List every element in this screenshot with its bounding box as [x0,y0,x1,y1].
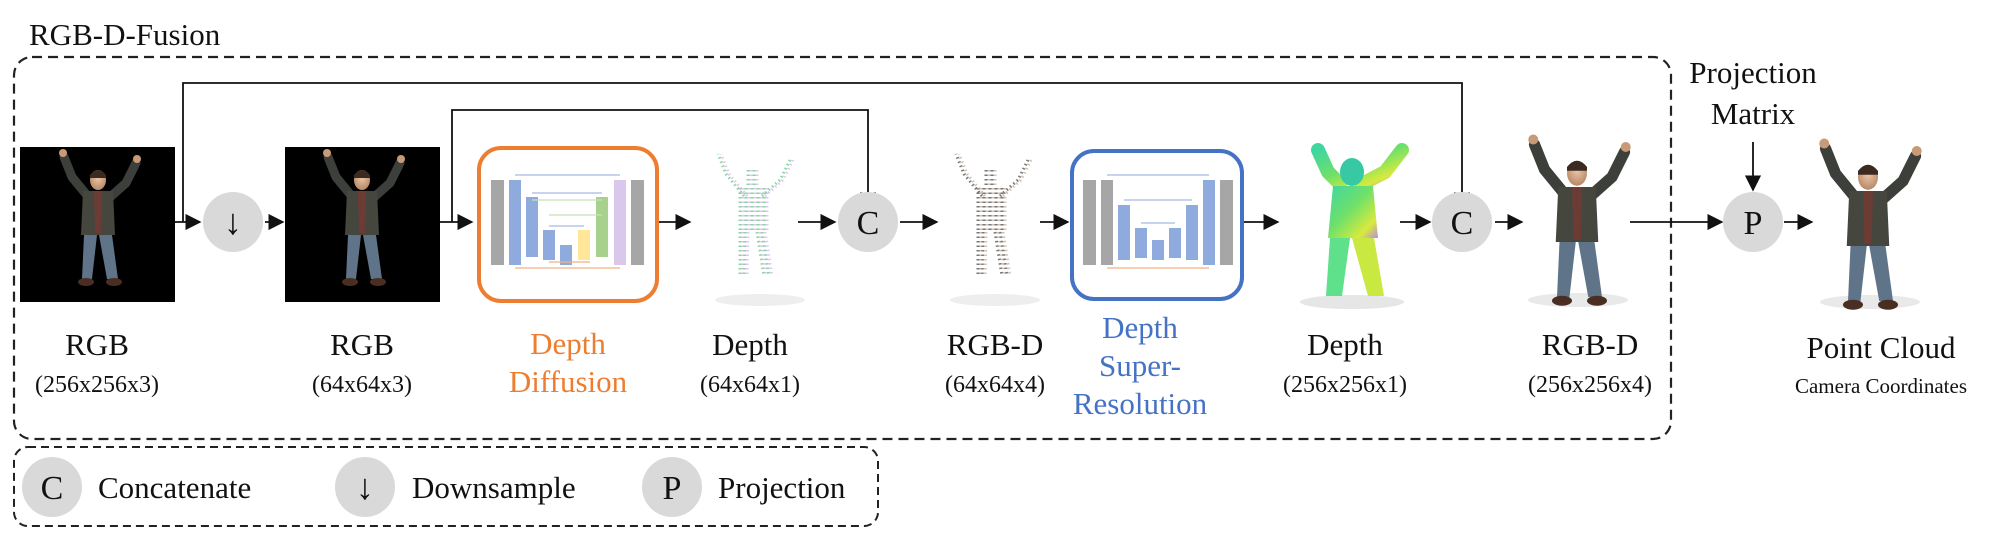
depth-sr-label-3: Resolution [1073,386,1208,421]
rgbd-lowres-dims: (64x64x4) [945,372,1045,398]
projection-symbol: P [1744,205,1763,242]
legend-projection-symbol: P [663,470,682,507]
legend-item-concatenate: C Concatenate [22,457,251,517]
concat-2-symbol: C [1451,205,1474,242]
depth-highres-image [1300,143,1409,309]
rgb-input-dims: (256x256x3) [35,372,159,398]
depth-diffusion-block [477,146,659,303]
rgb-input-image [20,147,175,302]
depth-highres-dims: (256x256x1) [1283,372,1407,398]
rgb-lowres-dims: (64x64x3) [312,372,412,398]
flow-arrows [175,142,1814,231]
stage-labels: RGB (256x256x3) RGB (64x64x3) Depth (64x… [35,327,1967,398]
downsample-symbol: ↓ [224,202,242,242]
point-cloud-label: Point Cloud [1806,330,1956,365]
diagram-title: RGB-D-Fusion [29,17,221,52]
downsample-node: ↓ [203,192,263,252]
unet-diagram [491,174,644,269]
depth-highres-label: Depth [1307,327,1383,362]
depth-sr-label-1: Depth [1102,310,1178,345]
rgb-input-label: RGB [65,327,129,362]
depth-super-resolution-block [1070,149,1244,301]
unet-diagram-sr [1083,174,1233,269]
projection-matrix-label-1: Projection [1689,55,1817,90]
rgbd-lowres-image [950,152,1040,306]
fusion-frame [12,55,1673,441]
projection-node: P [1723,192,1783,252]
rgb-lowres-label: RGB [330,327,394,362]
skip-connections [182,82,1471,222]
legend-downsample-symbol: ↓ [356,467,374,507]
legend-item-projection: P Projection [642,457,846,517]
point-cloud-sub: Camera Coordinates [1795,374,1967,398]
projection-matrix-label-2: Matrix [1711,96,1796,131]
legend-concatenate-label: Concatenate [98,470,251,505]
depth-lowres-label: Depth [712,327,788,362]
legend-projection-label: Projection [718,470,846,505]
concat-node-2: C [1432,192,1492,252]
legend-item-downsample: ↓ Downsample [335,457,576,517]
rgb-lowres-image [285,147,440,302]
depth-sr-label-2: Super- [1099,348,1181,383]
concat-node-1: C [838,192,898,252]
legend-concatenate-symbol: C [41,470,64,507]
depth-diffusion-label-2: Diffusion [509,364,628,399]
depth-lowres-dims: (64x64x1) [700,372,800,398]
rgbd-highres-label: RGB-D [1542,327,1638,362]
rgbd-highres-image [1528,135,1631,308]
depth-lowres-image [715,152,805,306]
point-cloud-image [1819,139,1922,310]
depth-diffusion-label-1: Depth [530,326,606,361]
concat-1-symbol: C [857,205,880,242]
rgbd-highres-dims: (256x256x4) [1528,372,1652,398]
legend-downsample-label: Downsample [412,470,576,505]
rgbd-lowres-label: RGB-D [947,327,1043,362]
legend: C Concatenate ↓ Downsample P Projection [13,446,879,527]
